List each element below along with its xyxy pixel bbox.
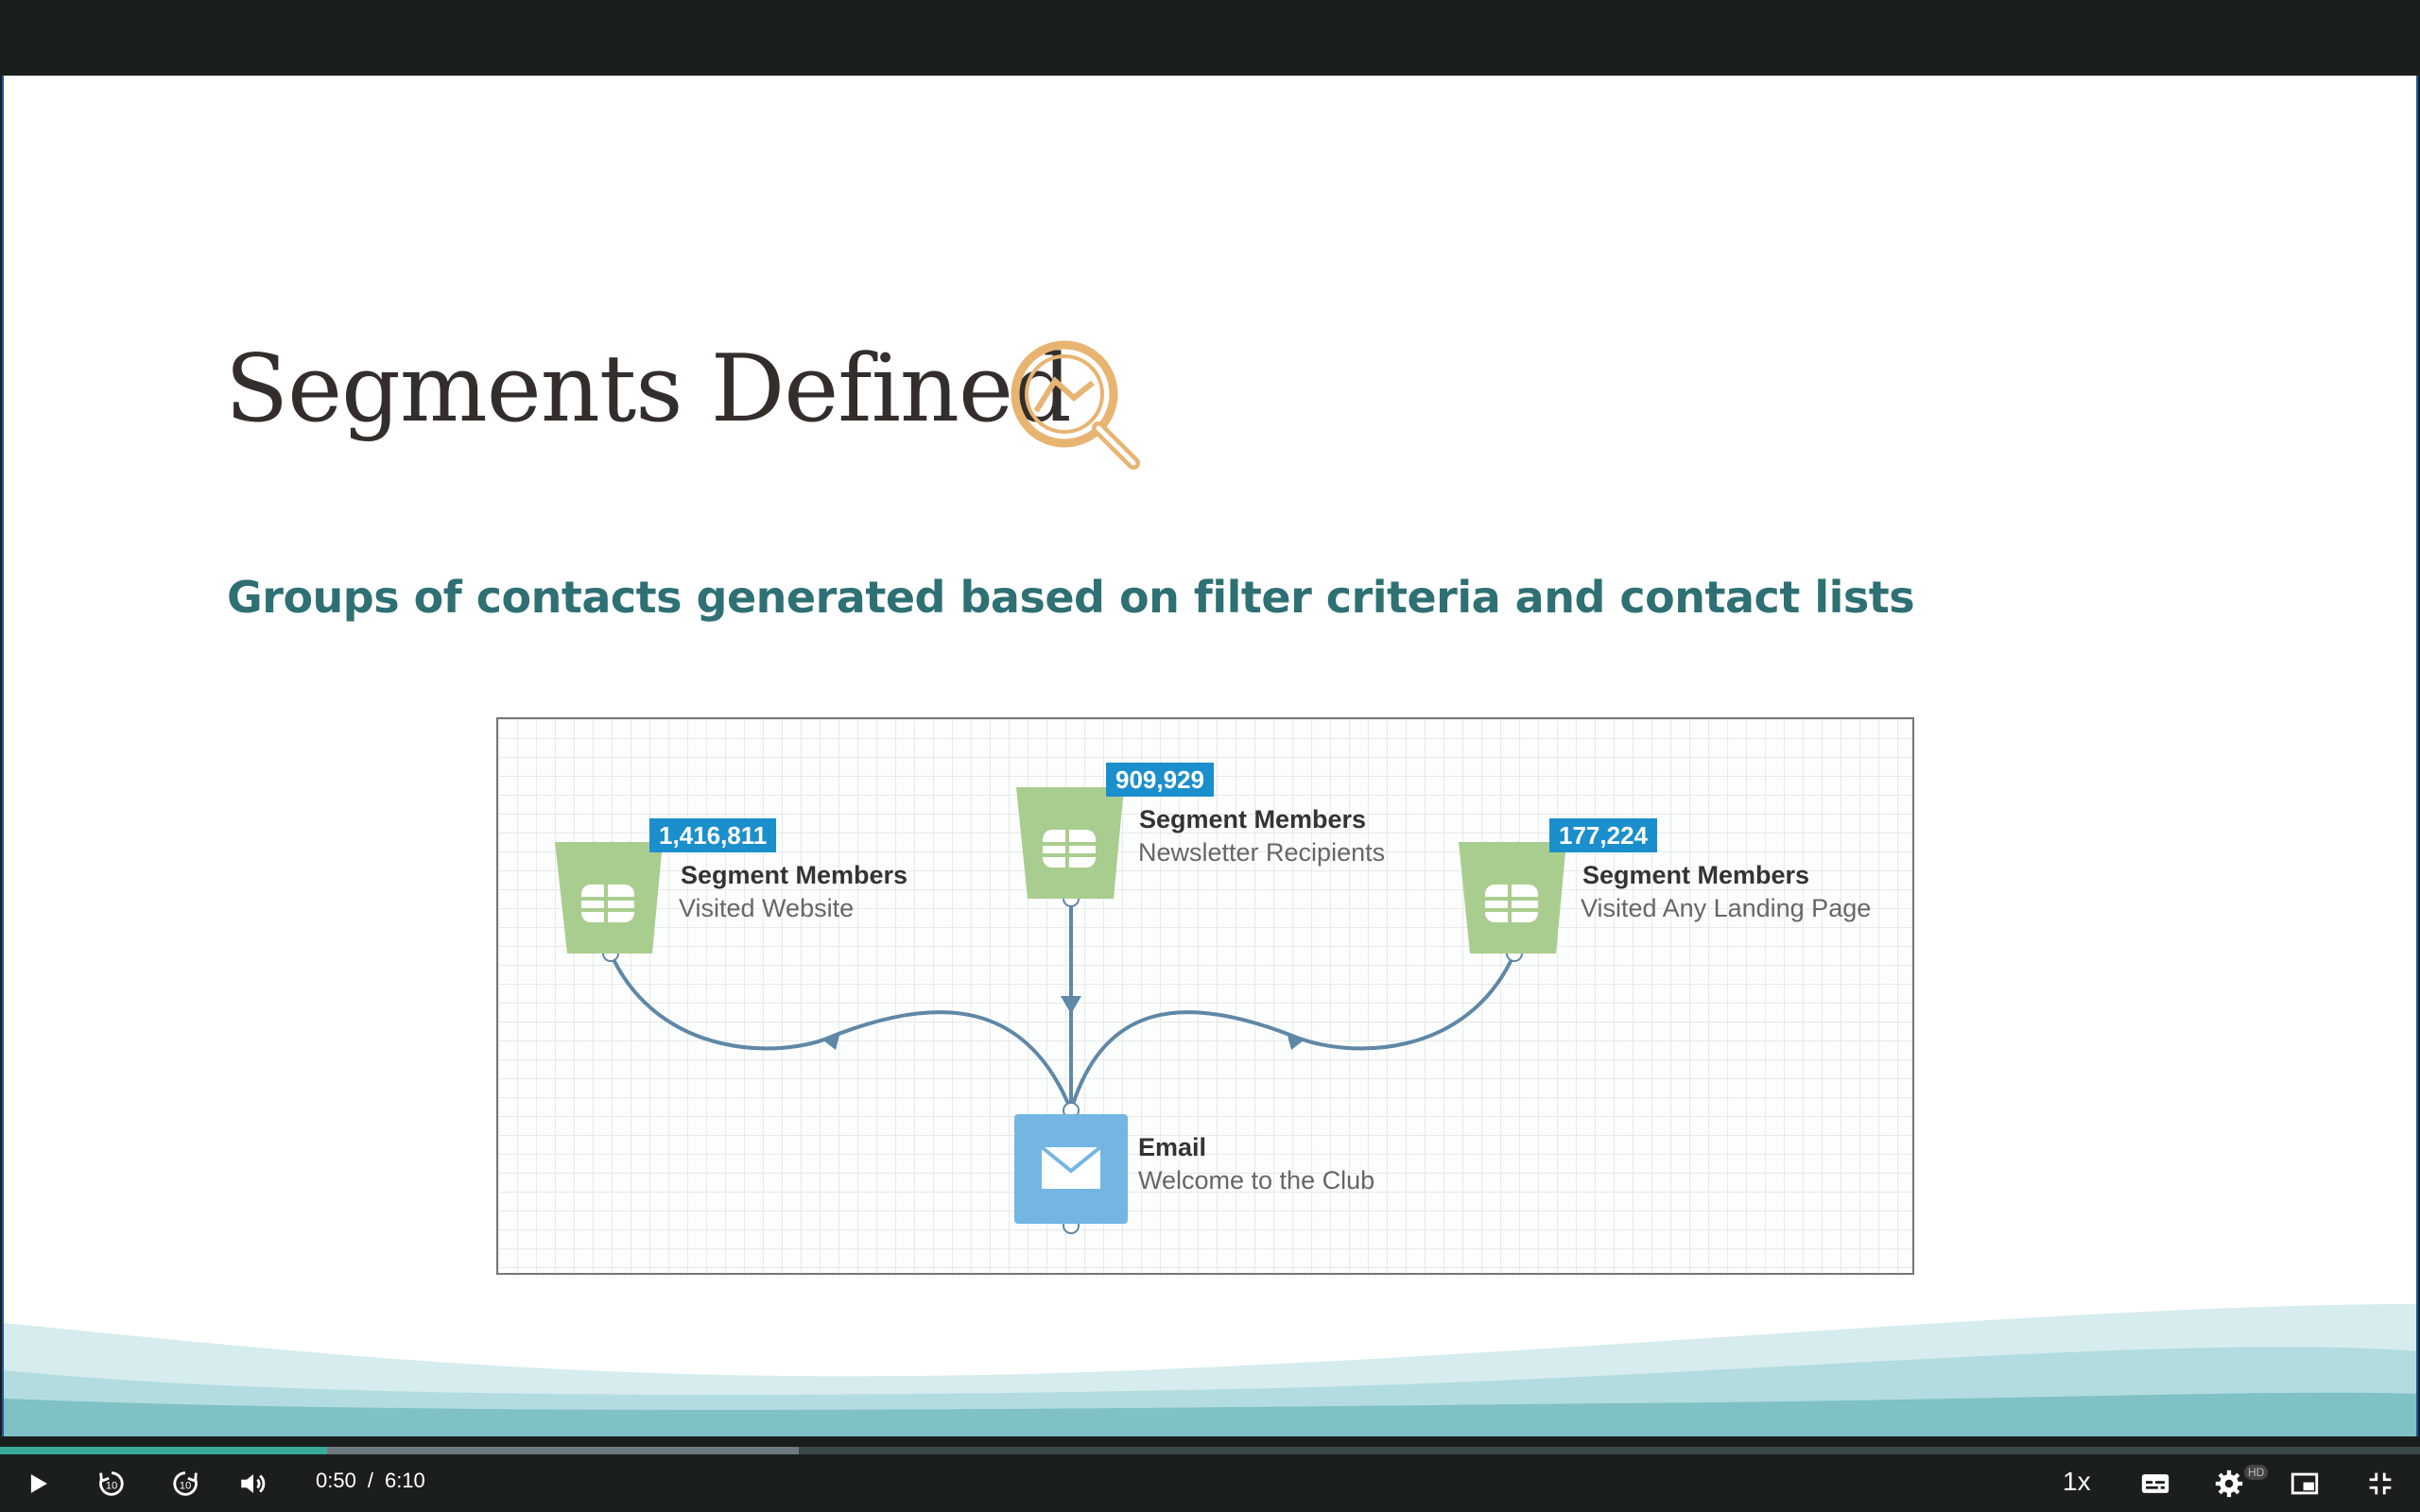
captions-icon (2141, 1474, 2169, 1493)
progress-bar[interactable] (0, 1447, 2420, 1454)
volume-icon (241, 1474, 266, 1493)
svg-text:10: 10 (180, 1481, 192, 1492)
time-display: 0:50 / 6:10 (310, 1469, 431, 1493)
exit-fullscreen-icon (2369, 1472, 2392, 1495)
segment-title: Segment Members (681, 861, 908, 889)
segment-icon[interactable] (1459, 842, 1566, 954)
email-subtitle: Welcome to the Club (1138, 1166, 1375, 1194)
svg-text:10: 10 (106, 1481, 118, 1492)
segment-title: Segment Members (1582, 861, 1810, 889)
segment-count-badge: 1,416,811 (649, 818, 777, 852)
captions-button[interactable] (2138, 1467, 2172, 1501)
hd-badge: HD (2244, 1465, 2269, 1480)
settings-button[interactable] (2212, 1467, 2246, 1501)
play-button[interactable] (21, 1467, 55, 1501)
picture-in-picture-icon (2290, 1472, 2319, 1495)
video-slide: Segments Defined Groups of contacts gene… (2, 76, 2418, 1436)
segment-title: Segment Members (1139, 805, 1367, 833)
forward-10-button[interactable]: 10 (168, 1467, 202, 1501)
segment-subtitle: Visited Website (679, 894, 855, 922)
email-title: Email (1138, 1133, 1207, 1161)
exit-fullscreen-button[interactable] (2363, 1467, 2397, 1501)
playback-speed-button[interactable]: 1x (2063, 1467, 2091, 1496)
progress-played (0, 1447, 327, 1454)
video-top-bar (0, 0, 2420, 76)
duration: 6:10 (384, 1469, 425, 1492)
volume-button[interactable] (236, 1467, 270, 1501)
campaign-canvas: 1,416,811 Segment Members Visited Websit… (496, 717, 1914, 1275)
slide-subtitle: Groups of contacts generated based on fi… (227, 572, 1915, 623)
decorative-waves (4, 1304, 2416, 1436)
rewind-10-icon: 10 (99, 1471, 124, 1496)
picture-in-picture-button[interactable] (2288, 1467, 2322, 1501)
flow-connectors (555, 787, 1566, 1234)
segment-icon[interactable] (555, 842, 663, 954)
segment-subtitle: Newsletter Recipients (1138, 838, 1386, 867)
time-separator: / (367, 1469, 373, 1492)
progress-buffered (0, 1447, 799, 1454)
current-time: 0:50 (316, 1469, 356, 1492)
forward-10-icon: 10 (173, 1471, 198, 1496)
segment-subtitle: Visited Any Landing Page (1581, 894, 1872, 922)
player-controls: 10 10 0:50 / 6:10 1x (0, 1455, 2420, 1512)
segment-count-badge: 909,929 (1106, 763, 1214, 797)
magnifier-chart-icon (1011, 340, 1140, 470)
rewind-10-button[interactable]: 10 (95, 1467, 129, 1501)
email-envelope-icon[interactable] (1014, 1114, 1128, 1224)
segment-icon[interactable] (1016, 787, 1124, 899)
segment-count-badge: 177,224 (1549, 818, 1657, 852)
settings-icon (2215, 1469, 2243, 1498)
slide-title: Segments Defined (225, 335, 1072, 443)
play-icon (30, 1474, 47, 1493)
